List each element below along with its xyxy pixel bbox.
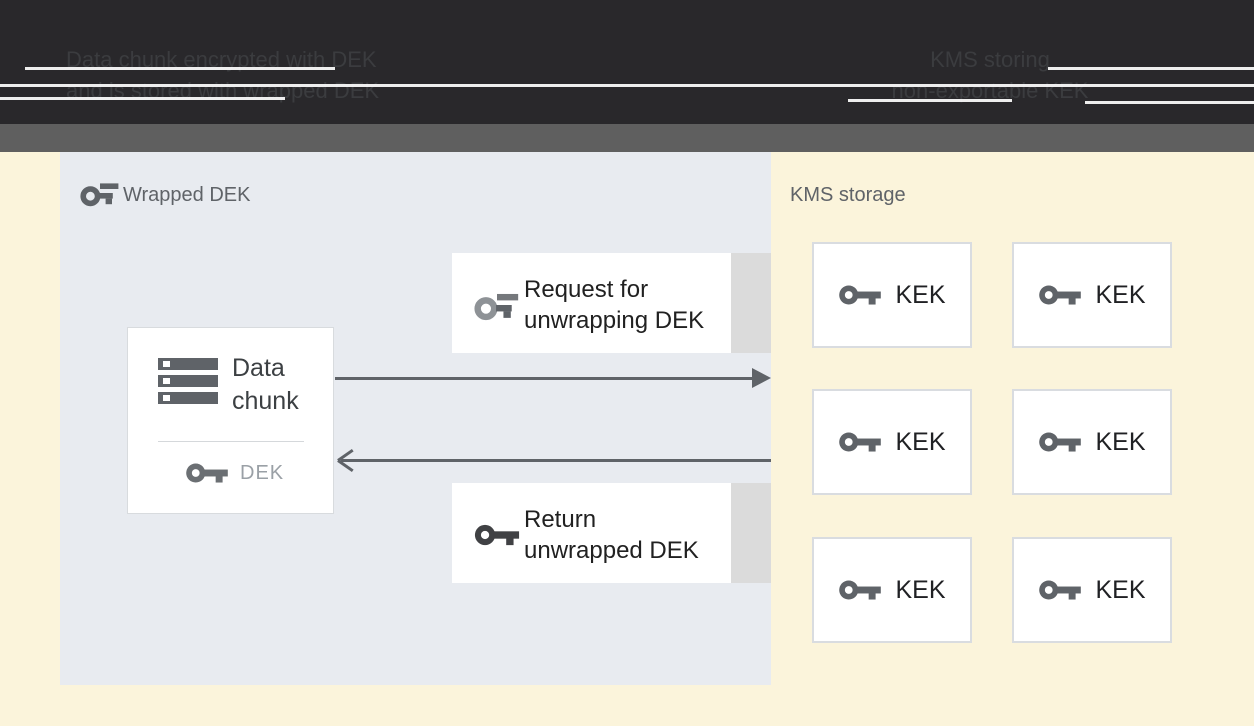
kek-key-icon-5 [839,580,882,600]
kek-key-icon-6 [1039,580,1082,600]
kek-box-4: KEK [1012,389,1172,495]
kek-key-icon-4 [1039,432,1082,452]
artifact-streak-2 [1048,67,1254,70]
caption-kms-line2: non-exportable KEK [891,78,1089,103]
kek-box-6: KEK [1012,537,1172,643]
artifact-streak-5 [848,99,1012,102]
header-bar [0,0,1254,124]
request-box-line1: Request for [524,276,649,303]
return-box-line1: Return [524,506,597,533]
data-chunk-icon [158,358,218,404]
kek-key-icon-1 [839,285,882,305]
data-chunk-title: Data chunk [232,354,299,415]
caption-kms-line1: KMS storing [930,47,1050,72]
artifact-streak-1 [25,67,335,70]
return-unwrapped-box: Return unwrapped DEK [452,483,731,583]
artifact-streak-3 [0,84,1254,87]
artifact-streak-6 [1085,101,1254,104]
kek-label-3: KEK [895,427,946,456]
request-box-shadow [731,253,771,353]
kek-label-4: KEK [1095,427,1146,456]
request-box-text: Request for unwrapping DEK [524,274,704,336]
artifact-streak-4 [0,97,285,100]
data-chunk-divider [158,441,304,442]
request-wrapped-key-icon [474,293,519,321]
kek-label-6: KEK [1095,575,1146,604]
return-box-line2: unwrapped DEK [524,537,699,564]
caption-kms: KMS storing non-exportable KEK [830,44,1150,106]
header-gray-strip [0,124,1254,152]
kek-box-3: KEK [812,389,972,495]
return-arrow-line [341,459,771,462]
wrapped-key-icon [80,183,119,207]
kek-box-2: KEK [1012,242,1172,348]
kek-box-5: KEK [812,537,972,643]
request-box-line2: unwrapping DEK [524,307,705,334]
data-chunk-box: Data chunk DEK [127,327,334,514]
return-box-text: Return unwrapped DEK [524,504,699,566]
dek-label: DEK [240,462,285,484]
caption-data-chunk: Data chunk encrypted with DEK and is sto… [66,44,379,106]
caption-data-chunk-line1: Data chunk encrypted with DEK [66,47,377,72]
return-key-icon [474,524,520,546]
request-arrow-line [335,377,755,380]
kek-box-1: KEK [812,242,972,348]
return-box-shadow [731,483,771,583]
request-unwrap-box: Request for unwrapping DEK [452,253,731,353]
request-arrow-head [752,368,771,388]
kms-storage-label: KMS storage [790,184,906,206]
wrapped-dek-label: Wrapped DEK [123,184,251,206]
kek-label-5: KEK [895,575,946,604]
caption-data-chunk-line2: and is stored with wrapped DEK [66,78,380,103]
kek-key-icon-2 [1039,285,1082,305]
kek-label-2: KEK [1095,280,1146,309]
dek-key-icon [186,463,228,483]
kek-label-1: KEK [895,280,946,309]
kek-key-icon-3 [839,432,882,452]
